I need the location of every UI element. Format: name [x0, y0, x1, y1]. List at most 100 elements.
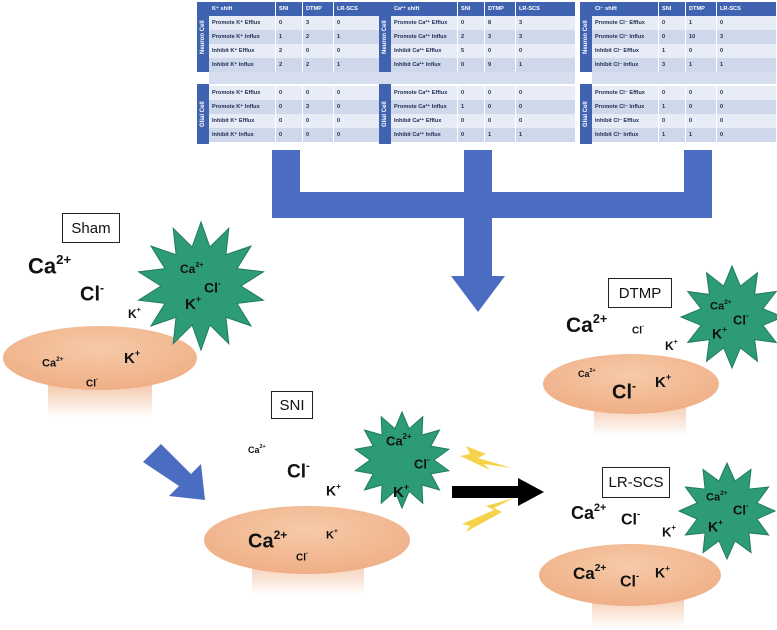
- table-cell: 0: [659, 30, 686, 44]
- table-cell: 1: [334, 30, 393, 44]
- ion-charge: 2+: [594, 501, 607, 514]
- table-cell: Inhibit K⁺ Influx: [209, 58, 276, 72]
- table-cell: 0: [659, 114, 686, 128]
- ion-symbol: K: [128, 307, 137, 321]
- glial-star-sni-icon: [353, 410, 451, 510]
- ion-charge: -: [637, 509, 641, 521]
- table-cell: 2: [458, 30, 485, 44]
- table-cell: 0: [717, 16, 776, 30]
- potassium-ion-label: K+: [124, 348, 141, 367]
- ion-symbol: Cl: [733, 502, 746, 518]
- ion-symbol: Ca: [710, 300, 725, 313]
- table-cell: 0: [303, 44, 334, 58]
- table-divider: [391, 72, 575, 84]
- potassium-ion-label: K+: [708, 518, 723, 535]
- ion-symbol: K: [708, 518, 719, 535]
- table-cell: 1: [659, 128, 686, 142]
- ion-charge: 2+: [594, 563, 607, 575]
- table-cell: 2: [276, 58, 303, 72]
- table-cell: Promote K⁺ Efflux: [209, 86, 276, 100]
- potassium-ion-label: K+: [185, 295, 201, 312]
- ion-charge: -: [632, 378, 636, 393]
- table-cell: Promote K⁺ Efflux: [209, 16, 276, 30]
- table-cell: Inhibit K⁺ Efflux: [209, 114, 276, 128]
- table-cell: 0: [485, 114, 516, 128]
- ion-symbol: Ca: [386, 433, 403, 449]
- table-cell: 1: [686, 128, 717, 142]
- table-cell: 0: [276, 114, 303, 128]
- ion-charge: +: [134, 348, 141, 359]
- table-cell: 3: [516, 16, 575, 30]
- table-cell: 0: [686, 114, 717, 128]
- table-cell: 3: [303, 16, 334, 30]
- glial-star-lrscs-icon: [677, 461, 777, 561]
- chloride-ion-label: Cl-: [287, 460, 310, 481]
- table-cell: Cl⁻ shift: [592, 2, 659, 16]
- potassium-ion-label: K+: [128, 306, 141, 321]
- table-cell: 0: [458, 128, 485, 142]
- ion-symbol: Ca: [248, 530, 274, 553]
- table-cell: 1: [659, 44, 686, 58]
- table-cell: Inhibit Ca²⁺ Influx: [391, 58, 458, 72]
- ion-charge: 2+: [259, 444, 266, 451]
- ion-charge: 2+: [56, 251, 72, 267]
- table-cell: Promote Cl⁻ Influx: [592, 100, 659, 114]
- table-cell: 3: [717, 30, 776, 44]
- table-cell: 0: [686, 100, 717, 114]
- calcium-ion-label: Ca2+: [386, 433, 412, 449]
- ion-charge: -: [636, 571, 640, 583]
- table-cell: Promote Ca²⁺ Efflux: [391, 86, 458, 100]
- table-cell: Promote Cl⁻ Efflux: [592, 16, 659, 30]
- ion-symbol: Ca: [706, 491, 721, 504]
- table-cell: 1: [686, 58, 717, 72]
- ion-symbol: K: [124, 350, 135, 367]
- table-cell: Inhibit Cl⁻ Influx: [592, 128, 659, 142]
- chloride-ion-label: Cl-: [296, 551, 308, 564]
- table-cell: 1: [516, 128, 575, 142]
- table-cell: 0: [458, 86, 485, 100]
- ion-symbol: Ca: [573, 564, 595, 583]
- table-cell: 0: [659, 86, 686, 100]
- table-cell: 1: [485, 128, 516, 142]
- table-cell: Inhibit Cl⁻ Influx: [592, 58, 659, 72]
- ion-symbol: Cl: [612, 381, 632, 404]
- table-cell: 0: [334, 16, 393, 30]
- potassium-ion-label: K+: [712, 325, 727, 341]
- table-cell: Ca²⁺ shift: [391, 2, 458, 16]
- table-cell: 0: [485, 44, 516, 58]
- calcium-ion-label: Ca2+: [28, 251, 72, 277]
- ion-charge: +: [333, 528, 338, 536]
- glial-star-dtmp-icon: [679, 264, 777, 370]
- table-cell: 0: [334, 100, 393, 114]
- ion-symbol: Cl: [296, 552, 306, 564]
- table-cell: 0: [717, 100, 776, 114]
- connector-arrow-icon: [272, 150, 712, 312]
- chloride-ion-label: Cl-: [612, 378, 636, 404]
- chloride-ion-label: Cl-: [632, 324, 644, 336]
- ion-charge: +: [665, 563, 671, 574]
- table-cell: 0: [485, 86, 516, 100]
- transition-arrow-icon: [452, 478, 544, 506]
- lightning-bolt-icon: [460, 446, 514, 532]
- neuron-cell-lrscs: [539, 544, 721, 628]
- table-cell: 3: [659, 58, 686, 72]
- table-cell: 2: [303, 58, 334, 72]
- ion-charge: 2+: [592, 311, 608, 326]
- ion-charge: -: [306, 551, 308, 558]
- chloride-ion-label: Cl-: [80, 282, 104, 305]
- ion-symbol: Cl: [733, 312, 746, 328]
- table-cell: 3: [516, 30, 575, 44]
- table-cell: 1: [334, 58, 393, 72]
- table-cell: 0: [276, 100, 303, 114]
- ion-symbol: K: [655, 374, 666, 391]
- calcium-ion-label: Ca2+: [42, 357, 64, 370]
